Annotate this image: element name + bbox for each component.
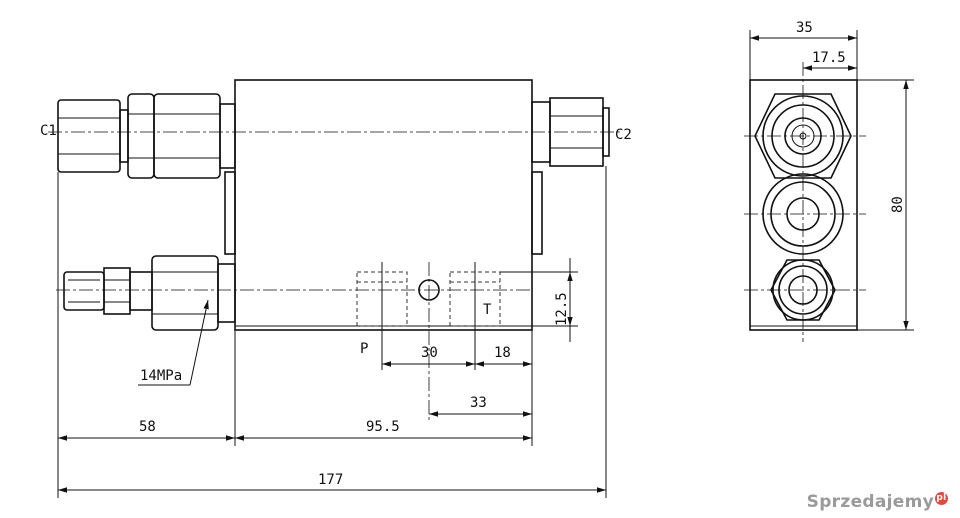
label-c2: C2: [615, 127, 632, 143]
dim-177: 177: [318, 472, 343, 488]
dim-35: 35: [796, 20, 813, 36]
side-body: [749, 79, 858, 331]
dim-33: 33: [470, 395, 487, 411]
left-boss: [224, 171, 236, 255]
c1-fitting: [57, 93, 236, 179]
valve-body: [234, 79, 533, 331]
dim-12-5: 12.5: [554, 292, 570, 326]
locating-hole: [418, 279, 440, 301]
label-pressure: 14MPa: [140, 368, 182, 384]
dim-80: 80: [890, 196, 906, 213]
dim-58: 58: [139, 419, 156, 435]
pressure-fitting: [63, 255, 236, 331]
label-p: P: [360, 341, 368, 357]
front-view: C1 C2 P T 14MPa 177 58 95.5 30 18 33: [40, 79, 632, 498]
watermark-text: Sprzedajemy: [806, 492, 934, 512]
dim-95-5: 95.5: [366, 419, 400, 435]
dim-18: 18: [494, 345, 511, 361]
port-p-hidden: [356, 262, 408, 370]
dim-30: 30: [421, 345, 438, 361]
side-view: 35 17.5 80: [744, 20, 914, 342]
right-boss: [531, 171, 543, 255]
dim-17-5: 17.5: [812, 50, 846, 66]
label-c1: C1: [40, 123, 57, 139]
watermark-badge: pl: [935, 492, 948, 505]
label-t: T: [483, 302, 492, 318]
port-t-hidden: [449, 262, 501, 370]
